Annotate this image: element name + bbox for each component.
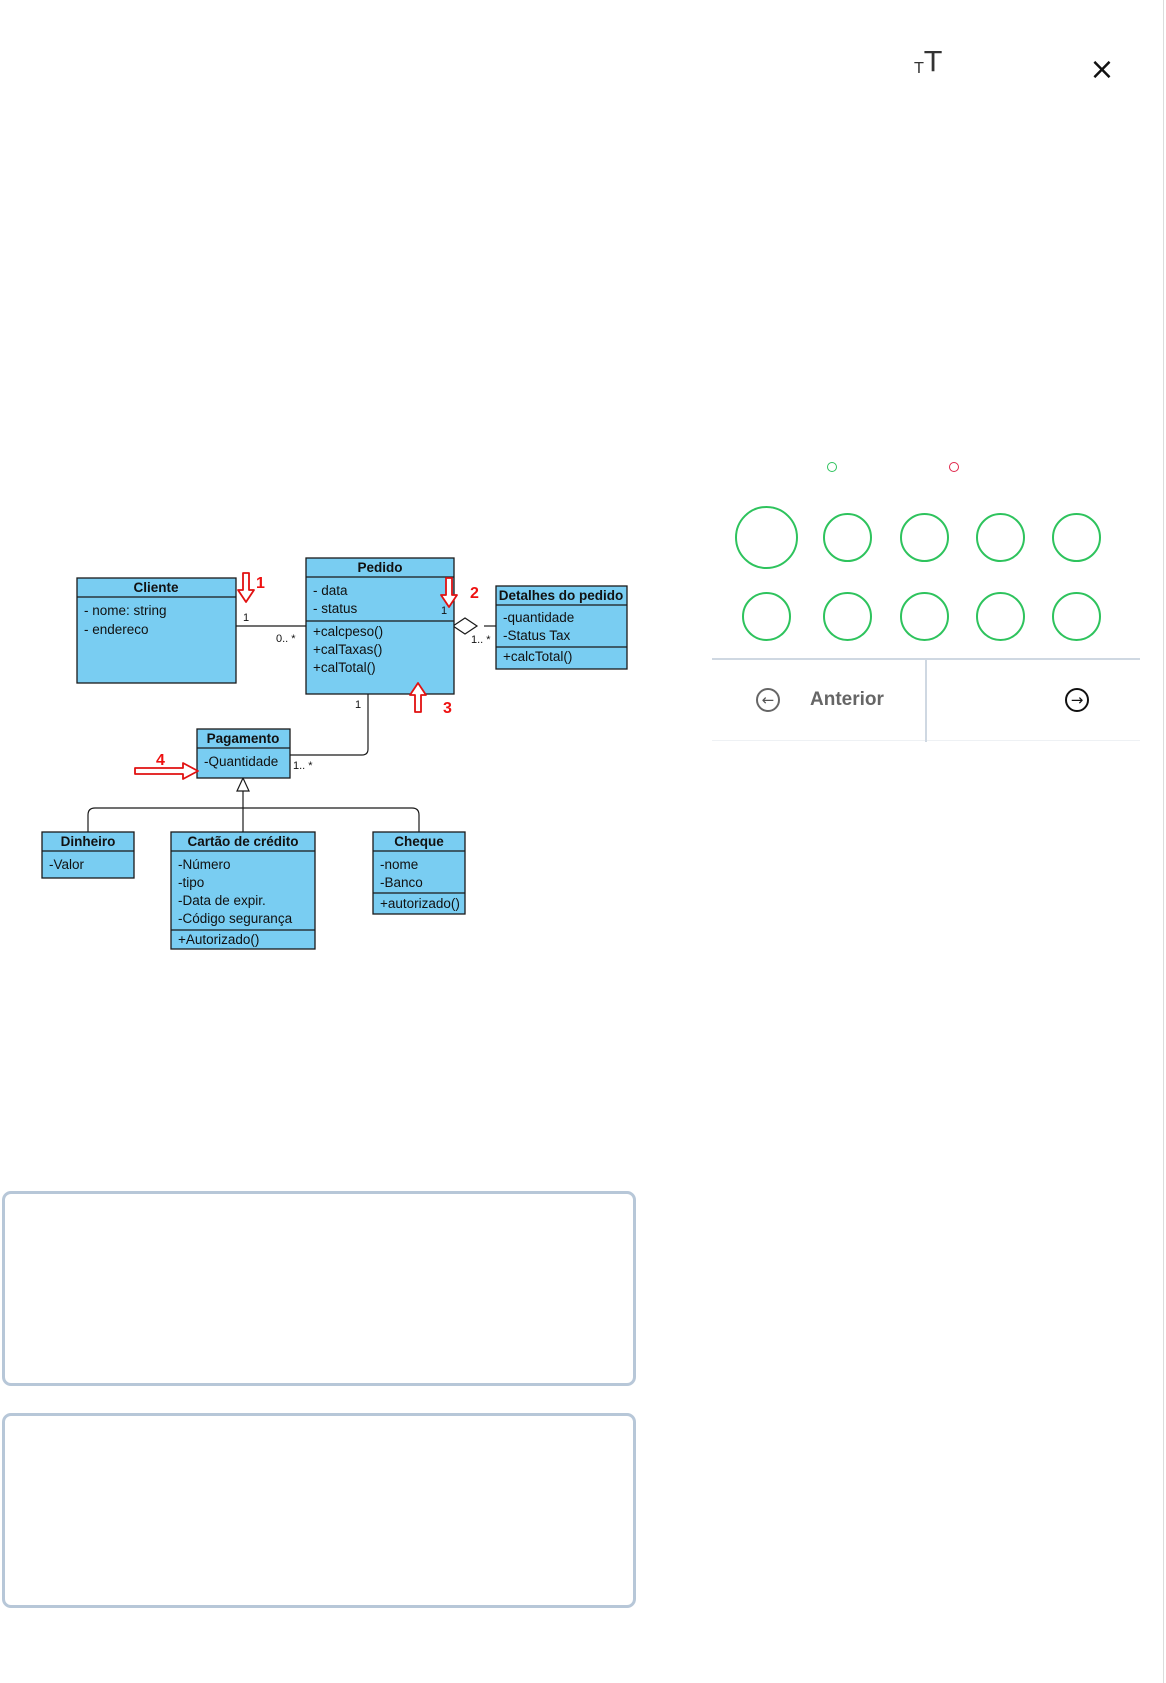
class-pagamento-title: Pagamento: [207, 731, 280, 746]
class-pedido-method: +calcpeso(): [313, 624, 383, 639]
class-detalhes-method: +calcTotal(): [503, 649, 572, 664]
font-size-small-icon: T: [914, 59, 924, 77]
question-navigator-item[interactable]: [900, 513, 949, 562]
class-detalhes-do-pedido: Detalhes do pedido -quantidade -Status T…: [495, 585, 628, 670]
class-pagamento-attr: -Quantidade: [204, 754, 278, 769]
question-navigator-item[interactable]: [742, 592, 791, 641]
class-dinheiro-title: Dinheiro: [61, 834, 116, 849]
marker-label: 1: [256, 575, 265, 592]
font-size-big-icon: T: [924, 45, 942, 78]
question-navigator-item[interactable]: [976, 513, 1025, 562]
marker-arrow-down-icon: [440, 577, 458, 608]
class-pedido-method: +calTaxas(): [313, 642, 382, 657]
question-navigator-item[interactable]: [976, 592, 1025, 641]
nav-divider-line: [712, 658, 1140, 660]
question-navigator-item[interactable]: [823, 592, 872, 641]
class-cartao-attr: -tipo: [178, 875, 204, 890]
class-pagamento: Pagamento -Quantidade: [196, 728, 291, 779]
class-cartao-attr: -Número: [178, 857, 231, 872]
class-pedido-attr: - status: [313, 601, 358, 616]
multiplicity-label: 1: [355, 699, 361, 711]
question-navigator-item[interactable]: [900, 592, 949, 641]
arrow-left-icon: ←: [756, 688, 780, 712]
class-cartao-method: +Autorizado(): [178, 932, 259, 947]
uml-class-diagram: Cliente - nome: string - endereco Pedido…: [41, 557, 628, 950]
multiplicity-label: 1.. *: [471, 634, 491, 646]
status-dot-wrong: [949, 462, 959, 472]
class-detalhes-attr: -quantidade: [503, 610, 574, 625]
multiplicity-label: 1: [441, 605, 447, 617]
marker-arrow-down-icon: [237, 572, 255, 603]
class-cheque-attr: -nome: [380, 857, 418, 872]
multiplicity-label: 1.. *: [293, 760, 313, 772]
previous-button-label: Anterior: [810, 689, 884, 710]
question-navigator-item[interactable]: [1052, 592, 1101, 641]
previous-button[interactable]: ← Anterior: [712, 660, 925, 740]
class-dinheiro: Dinheiro -Valor: [41, 831, 135, 879]
association-pedido-pagamento: [290, 692, 369, 756]
question-navigator-item[interactable]: [823, 513, 872, 562]
marker-label: 3: [443, 700, 452, 717]
class-cheque-title: Cheque: [394, 834, 444, 849]
class-dinheiro-attr: -Valor: [49, 857, 85, 872]
marker-label: 2: [470, 585, 479, 602]
class-cliente-attr: - endereco: [84, 622, 149, 637]
class-cheque: Cheque -nome -Banco +autorizado(): [372, 831, 466, 915]
status-dot-answered: [827, 462, 837, 472]
class-pedido-method: +calTotal(): [313, 660, 376, 675]
class-detalhes-attr: -Status Tax: [503, 628, 571, 643]
class-cartao-title: Cartão de crédito: [187, 834, 298, 849]
question-navigator-item[interactable]: [735, 506, 798, 569]
nav-divider-line: [925, 660, 927, 742]
class-cliente-attr: - nome: string: [84, 603, 167, 618]
class-cliente-title: Cliente: [133, 580, 179, 595]
class-detalhes-title: Detalhes do pedido: [499, 588, 624, 603]
window-edge: [1163, 0, 1164, 1683]
generalization-arrow: [236, 776, 250, 792]
next-button[interactable]: →: [927, 660, 1140, 740]
class-pedido: Pedido - data - status +calcpeso() +calT…: [305, 557, 455, 695]
marker-arrow-up-icon: [409, 682, 427, 713]
question-navigator-item[interactable]: [1052, 513, 1101, 562]
aggregation-diamond: [451, 617, 479, 635]
class-pedido-attr: - data: [313, 583, 348, 598]
marker-arrow-right-icon: [134, 762, 199, 780]
answer-option-a[interactable]: [2, 1191, 636, 1386]
class-cheque-attr: -Banco: [380, 875, 423, 890]
class-cartao-attr: -Data de expir.: [178, 893, 266, 908]
class-cliente: Cliente - nome: string - endereco: [76, 577, 237, 684]
arrow-right-icon: →: [1065, 688, 1089, 712]
class-cartao-de-credito: Cartão de crédito -Número -tipo -Data de…: [170, 831, 316, 950]
multiplicity-label: 1: [243, 612, 249, 624]
answer-option-b[interactable]: [2, 1413, 636, 1608]
close-icon[interactable]: ×: [1089, 52, 1115, 87]
class-cartao-attr: -Código segurança: [178, 911, 293, 926]
class-pedido-title: Pedido: [357, 560, 402, 575]
class-cheque-method: +autorizado(): [380, 896, 460, 911]
marker-label: 4: [156, 752, 165, 769]
multiplicity-label: 0.. *: [276, 633, 296, 645]
